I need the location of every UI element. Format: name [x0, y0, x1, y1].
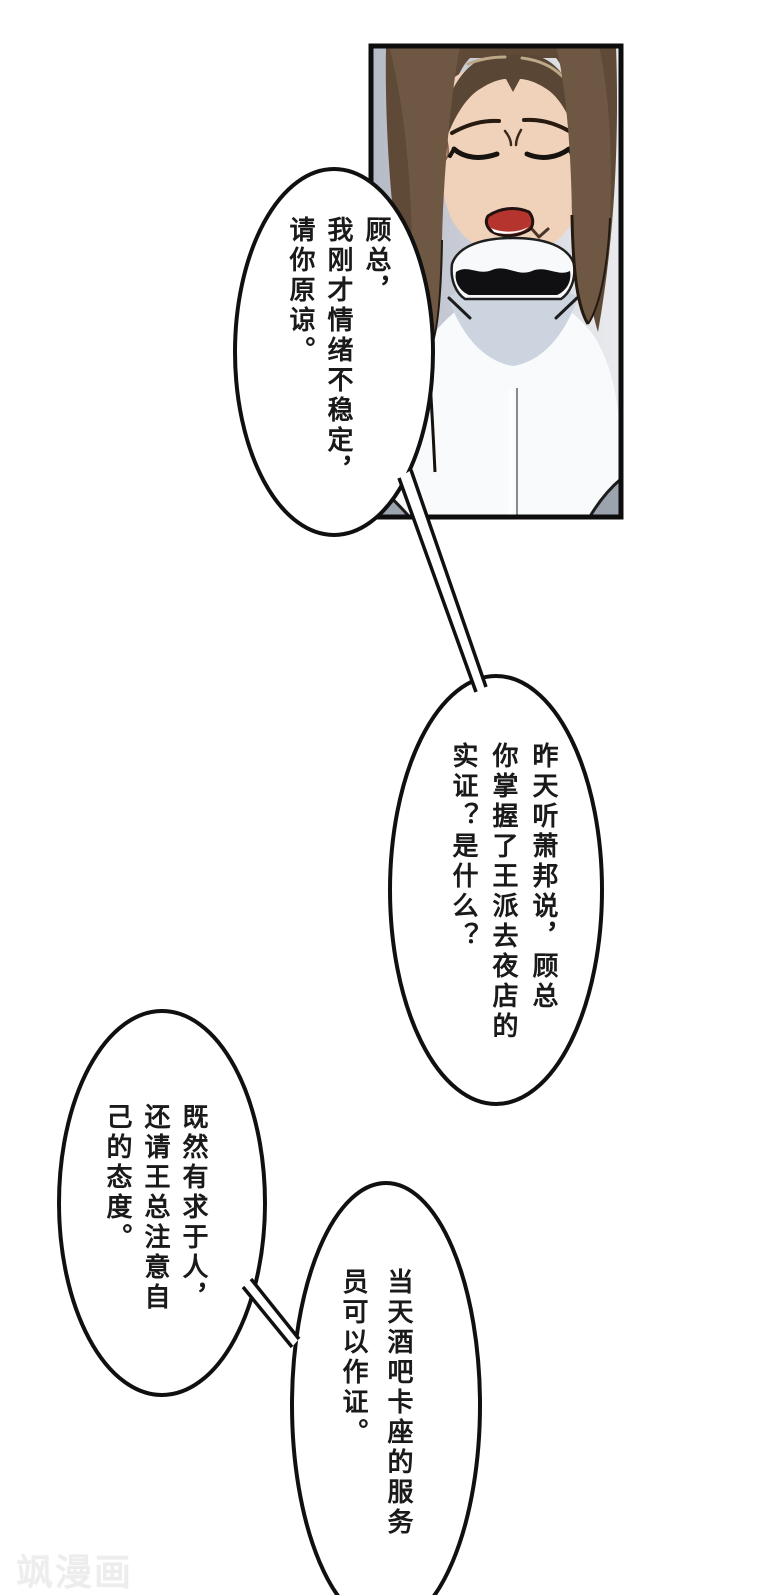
corner-shade-right — [589, 478, 621, 517]
eyebrow-right — [522, 117, 571, 133]
site-watermark: 飒漫画 — [16, 1552, 133, 1593]
character-portrait — [371, 46, 621, 517]
closed-eye-right — [524, 146, 572, 160]
hair-lock-right — [556, 46, 611, 324]
mouth — [484, 207, 535, 238]
frown-wrinkle-left — [503, 129, 513, 147]
bubble-tail-3-4 — [241, 1277, 301, 1349]
speech-bubble-1-text: 顾总， 我刚才情绪不稳定， 请你原谅。 — [286, 216, 392, 486]
hair-lock-right-outline — [570, 214, 590, 325]
bubble-tail-1-2 — [397, 469, 488, 693]
hair-lock-right-inner — [587, 217, 611, 325]
hair-highlight-1 — [466, 55, 507, 66]
speech-bubble-3-text: 既然有求于人， 还请王总注意自 己的态度。 — [103, 1103, 209, 1313]
eyelash-left — [448, 147, 456, 158]
speech-bubble-1 — [233, 167, 435, 537]
face — [437, 60, 589, 256]
eyebrow-left — [450, 118, 501, 135]
speech-bubble-2 — [388, 674, 604, 1106]
speech-bubble-4-text: 当天酒吧卡座的服务 员可以作证。 — [339, 1268, 414, 1538]
speech-bubble-3 — [57, 1009, 267, 1397]
teeth — [491, 227, 528, 234]
manga-panel — [368, 43, 624, 520]
collar-fold-right — [554, 296, 579, 320]
chest-shading — [448, 281, 578, 366]
bangs — [437, 55, 586, 168]
speech-bubble-2-text: 昨天听萧邦说，顾总 你掌握了王派去夜店的 实证？是什么？ — [449, 742, 559, 1042]
nose — [529, 226, 550, 239]
collar-trim — [455, 268, 571, 295]
hair-highlight-2 — [520, 56, 564, 78]
hair-lock-left — [389, 46, 460, 352]
collar-fold-left — [447, 296, 472, 320]
frown-wrinkle-right — [514, 128, 523, 147]
closed-eye-left — [451, 146, 500, 160]
speech-bubble-4 — [290, 1181, 482, 1595]
